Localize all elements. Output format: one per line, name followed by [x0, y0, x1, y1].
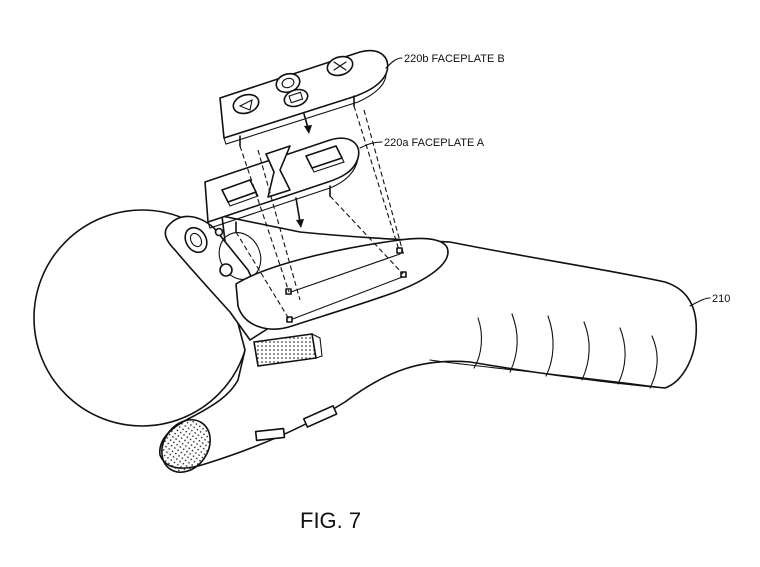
- faceplate-a-pad-right-side: [311, 157, 345, 173]
- triangle-icon: [238, 99, 253, 111]
- bottom-tab-left: [254, 427, 286, 442]
- neck-button: [184, 226, 208, 254]
- recess-inner-line: [289, 275, 406, 321]
- neck-button-inner: [189, 232, 203, 248]
- grip-ridge: [617, 327, 626, 385]
- label-faceplate-a: 220a FACEPLATE A: [384, 137, 485, 149]
- faceplate-a: [204, 137, 360, 233]
- recess-socket: [396, 247, 403, 254]
- small-button-pin: [214, 227, 224, 237]
- handle-back-line: [429, 359, 666, 389]
- label-faceplate-b: 220b FACEPLATE B: [404, 53, 505, 65]
- grip-ridge: [509, 313, 518, 373]
- alignment-lines: [235, 105, 405, 320]
- grip-ridge: [473, 317, 483, 369]
- faceplate-a-pad-left-side: [227, 191, 259, 207]
- square-icon: [288, 91, 304, 104]
- faceplate-b-edge: [223, 73, 387, 145]
- faceplate-b: [219, 49, 389, 147]
- leader-line-controller: [689, 297, 711, 307]
- leader-line-faceplate-a: [359, 141, 383, 149]
- square-button: [283, 88, 309, 108]
- cross-icon: [333, 61, 347, 71]
- recess-socket: [286, 316, 293, 323]
- arrow-b-head: [304, 125, 312, 134]
- arrow-a-head: [296, 219, 304, 228]
- leader-line-faceplate-b: [385, 57, 403, 69]
- small-button: [219, 263, 233, 277]
- connector-pad-side: [311, 333, 323, 359]
- bottom-tab-right: [302, 405, 338, 428]
- recess-socket: [400, 271, 407, 278]
- figure-caption: FIG. 7: [300, 508, 361, 533]
- label-controller: 210: [712, 293, 730, 305]
- circle-icon: [281, 77, 295, 89]
- end-cap: [161, 419, 211, 473]
- grip-ridge: [545, 315, 554, 377]
- arrow-a-to-controller: [295, 197, 301, 223]
- faceplate-a-divider: [265, 145, 291, 198]
- faceplate-recess: [235, 237, 449, 330]
- grip-ridge: [581, 321, 590, 381]
- recess-inner-line: [287, 253, 401, 294]
- grip-ridge: [649, 335, 658, 389]
